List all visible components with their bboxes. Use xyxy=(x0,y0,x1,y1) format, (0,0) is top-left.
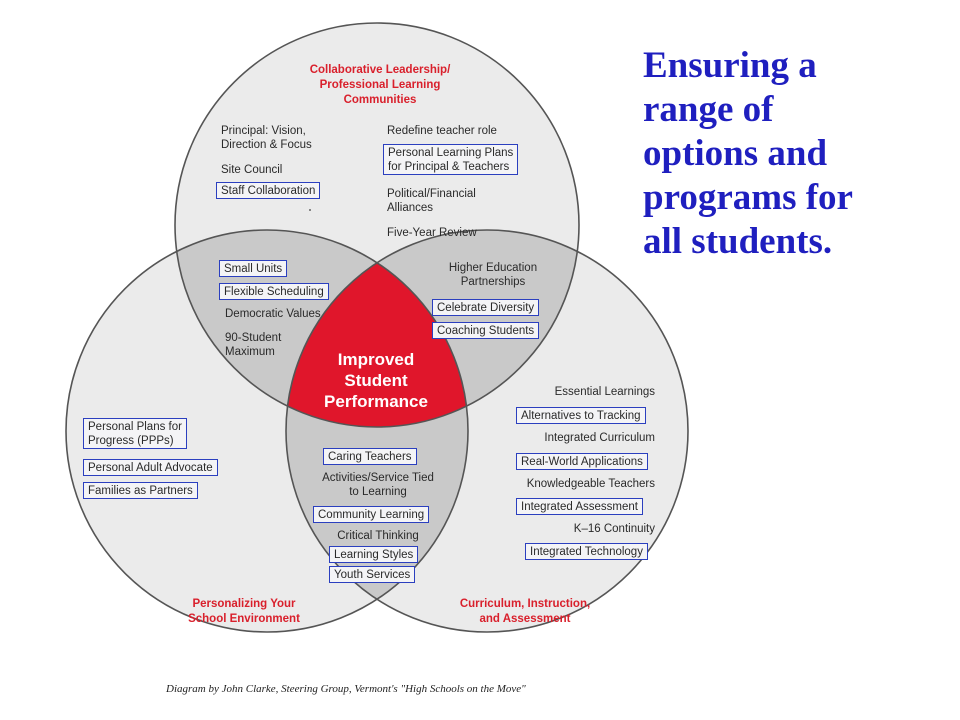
label-line: Maximum xyxy=(225,346,275,358)
label-line: 90-Student xyxy=(225,332,282,344)
label-line: Progress (PPPs) xyxy=(88,435,174,447)
alternatives-to-tracking-box: Alternatives to Tracking xyxy=(516,407,646,424)
center-region xyxy=(286,230,468,427)
integrated-technology-box: Integrated Technology xyxy=(525,543,648,560)
critical-thinking-label: Critical Thinking xyxy=(337,530,419,542)
title-line: Improved xyxy=(337,350,415,369)
label-line: Political/Financial xyxy=(387,188,476,200)
site-council-label: Site Council xyxy=(221,164,283,176)
small-units-box: Small Units xyxy=(219,260,288,277)
title-line: Student xyxy=(344,371,408,390)
circle-top-outline xyxy=(174,22,580,428)
heading-line: Ensuring a xyxy=(643,45,817,86)
heading-line: all students. xyxy=(643,221,833,262)
real-world-applications-box: Real-World Applications xyxy=(516,453,648,470)
five-year-review-label: Five-Year Review xyxy=(387,227,477,239)
label-line: Alliances xyxy=(387,202,434,214)
student-maximum-label: 90-Student Maximum xyxy=(225,331,281,359)
heading-line: programs for xyxy=(643,177,853,218)
higher-education-label: Higher Education Partnerships xyxy=(438,261,548,289)
caring-teachers-box: Caring Teachers xyxy=(323,448,417,465)
families-as-partners-box: Families as Partners xyxy=(83,482,198,499)
circle-left-outline xyxy=(65,229,469,633)
top-circle-title: Collaborative Leadership/ Professional L… xyxy=(280,63,480,108)
personal-plans-box: Personal Plans for Progress (PPPs) xyxy=(83,418,187,449)
personal-learning-plans-box: Personal Learning Plans for Principal & … xyxy=(383,144,519,175)
diagram-caption: Diagram by John Clarke, Steering Group, … xyxy=(166,683,526,695)
title-line: Curriculum, Instruction, xyxy=(459,598,591,610)
slide-heading: Ensuring a range of options and programs… xyxy=(643,44,943,264)
learning-styles-box: Learning Styles xyxy=(329,546,419,563)
title-line: Personalizing Your xyxy=(192,598,296,610)
label-line: for Principal & Teachers xyxy=(388,161,510,173)
label-line: Direction & Focus xyxy=(221,139,312,151)
title-line: Professional Learning xyxy=(319,79,441,91)
stray-dot xyxy=(309,209,311,211)
label-line: Principal: Vision, xyxy=(221,125,306,137)
label-line: Partnerships xyxy=(460,276,526,288)
activities-service-label: Activities/Service Tied to Learning xyxy=(303,471,453,499)
title-line: and Assessment xyxy=(479,613,571,625)
title-line: Performance xyxy=(324,392,428,411)
label-line: Personal Learning Plans xyxy=(388,147,514,159)
label-line: Higher Education xyxy=(448,262,538,274)
label-line: Personal Plans for xyxy=(88,421,182,433)
coaching-students-box: Coaching Students xyxy=(432,322,540,339)
integrated-assessment-box: Integrated Assessment xyxy=(516,498,643,515)
essential-learnings-label: Essential Learnings xyxy=(554,386,655,398)
label-line: to Learning xyxy=(349,486,407,498)
community-learning-box: Community Learning xyxy=(313,506,430,523)
integrated-curriculum-label: Integrated Curriculum xyxy=(544,432,655,444)
flexible-scheduling-box: Flexible Scheduling xyxy=(219,283,329,300)
label-line: Activities/Service Tied xyxy=(322,472,434,484)
title-line: Communities xyxy=(343,94,417,106)
title-line: Collaborative Leadership/ xyxy=(309,64,451,76)
title-line: School Environment xyxy=(188,613,300,625)
left-circle-title: Personalizing Your School Environment xyxy=(164,597,324,627)
circle-right-outline xyxy=(285,229,689,633)
center-title: Improved Student Performance xyxy=(316,349,436,412)
democratic-values-label: Democratic Values xyxy=(225,308,321,320)
political-alliances-label: Political/Financial Alliances xyxy=(387,187,476,215)
redefine-teacher-role-label: Redefine teacher role xyxy=(387,125,497,137)
heading-line: options and xyxy=(643,133,828,174)
celebrate-diversity-box: Celebrate Diversity xyxy=(432,299,540,316)
personal-adult-advocate-box: Personal Adult Advocate xyxy=(83,459,218,476)
k16-continuity-label: K–16 Continuity xyxy=(573,523,655,535)
principal-vision-label: Principal: Vision, Direction & Focus xyxy=(221,124,312,152)
knowledgeable-teachers-label: Knowledgeable Teachers xyxy=(526,478,655,490)
staff-collaboration-box: Staff Collaboration xyxy=(216,182,321,199)
heading-line: range of xyxy=(643,89,774,130)
youth-services-box: Youth Services xyxy=(329,566,416,583)
right-circle-title: Curriculum, Instruction, and Assessment xyxy=(430,597,620,627)
